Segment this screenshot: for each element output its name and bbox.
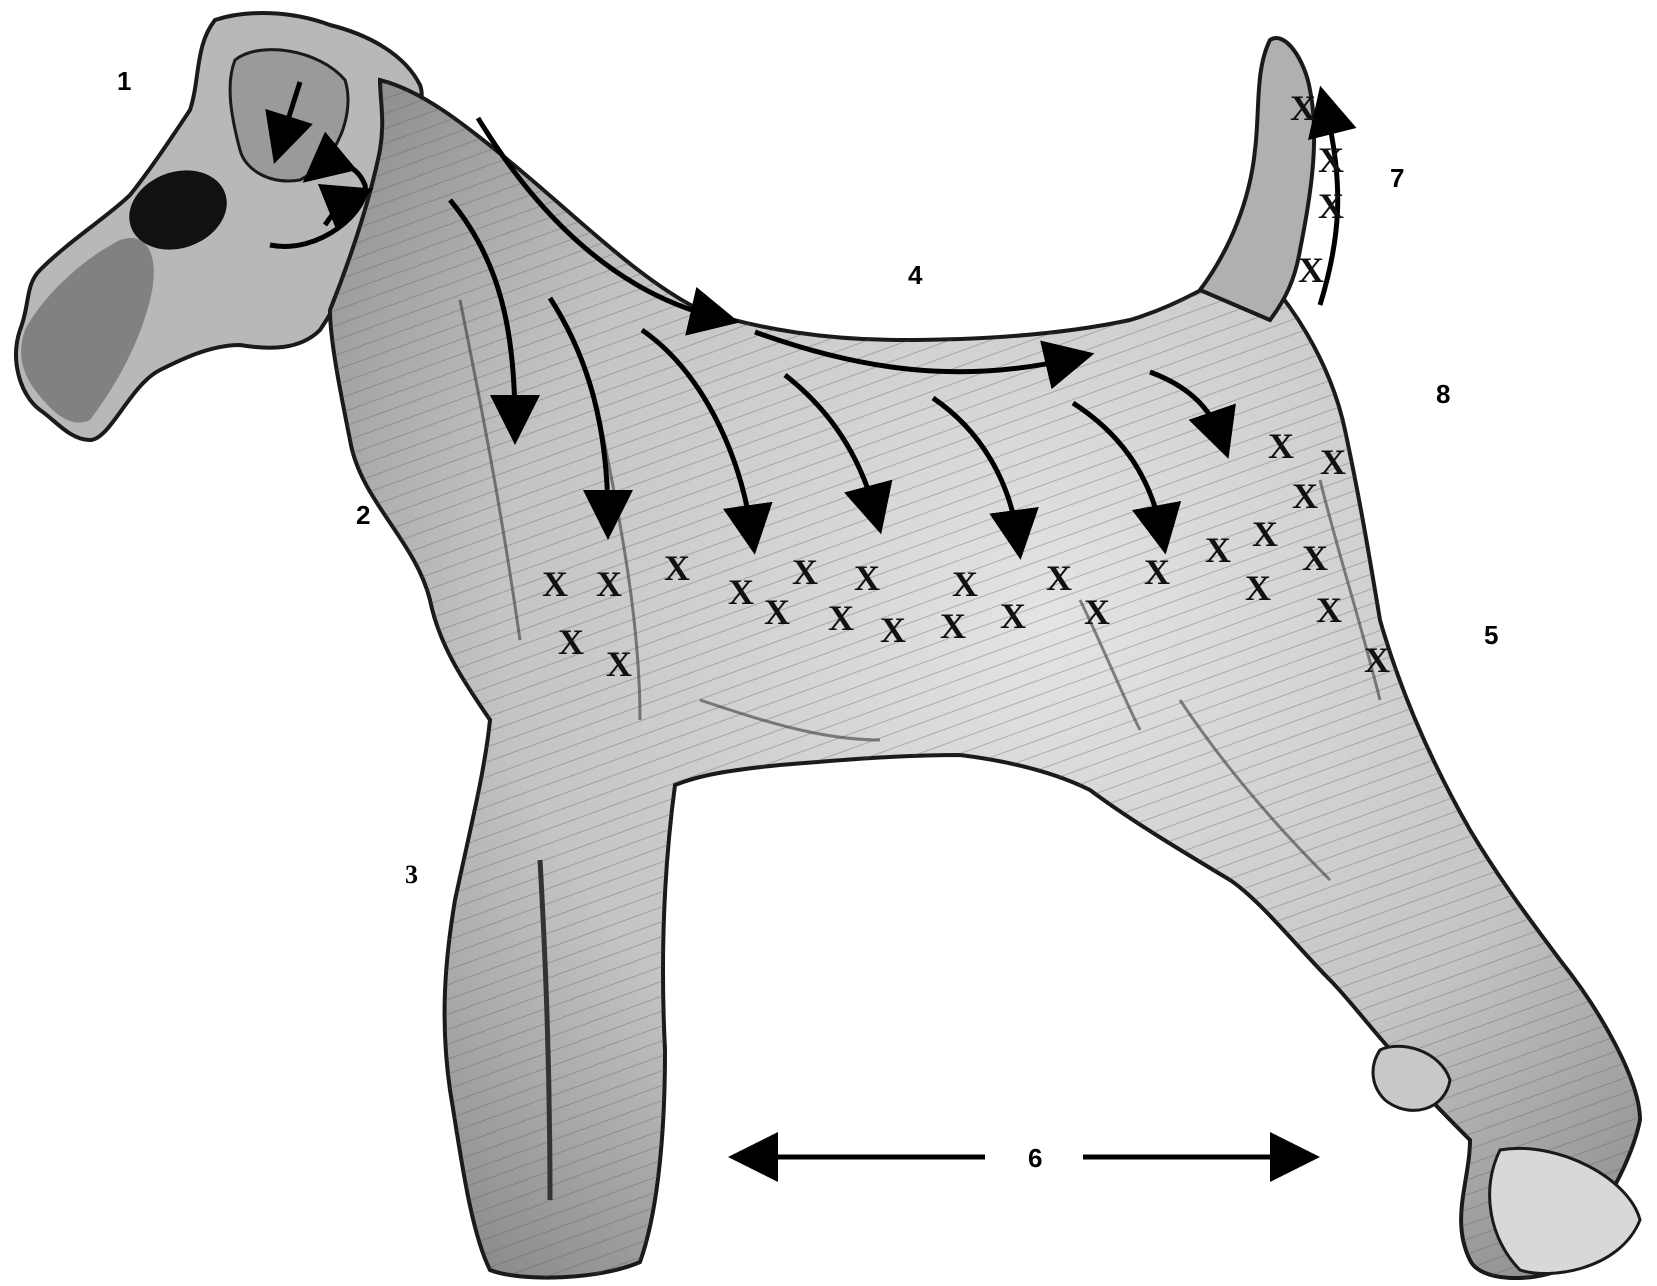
x-marker: X (1290, 88, 1316, 128)
x-marker: X (664, 548, 690, 588)
label-body-length: 6 (1028, 1145, 1042, 1171)
x-marker: X (558, 622, 584, 662)
x-marker: X (1298, 250, 1324, 290)
x-marker: X (1046, 558, 1072, 598)
x-marker: X (764, 592, 790, 632)
label-neck-front: 2 (356, 502, 370, 528)
label-croup: 8 (1436, 381, 1450, 407)
x-marker: X (1320, 442, 1346, 482)
x-marker: X (1000, 596, 1026, 636)
x-marker: X (1205, 530, 1231, 570)
terrier-silhouette (16, 13, 1640, 1278)
label-back: 4 (908, 262, 922, 288)
x-marker: X (1318, 140, 1344, 180)
x-marker: X (1364, 640, 1390, 680)
x-marker: X (854, 558, 880, 598)
x-marker: X (1268, 426, 1294, 466)
x-marker: X (542, 564, 568, 604)
x-marker: X (1084, 592, 1110, 632)
x-marker: X (1318, 186, 1344, 226)
x-marker: X (940, 606, 966, 646)
x-marker: X (1302, 538, 1328, 578)
x-marker: X (728, 572, 754, 612)
x-marker: X (1316, 590, 1342, 630)
x-marker: X (1245, 568, 1271, 608)
x-marker: X (596, 564, 622, 604)
x-marker: X (1292, 476, 1318, 516)
label-front-legs: 3 (405, 862, 418, 888)
x-marker: X (1252, 514, 1278, 554)
x-marker: X (828, 598, 854, 638)
label-rear: 5 (1484, 622, 1498, 648)
coat-texture (330, 80, 1640, 1278)
label-head: 1 (117, 68, 131, 94)
x-marker: X (952, 564, 978, 604)
x-marker: X (1144, 552, 1170, 592)
label-tail: 7 (1390, 165, 1404, 191)
x-marker: X (606, 644, 632, 684)
x-marker: X (880, 610, 906, 650)
x-marker: X (792, 552, 818, 592)
